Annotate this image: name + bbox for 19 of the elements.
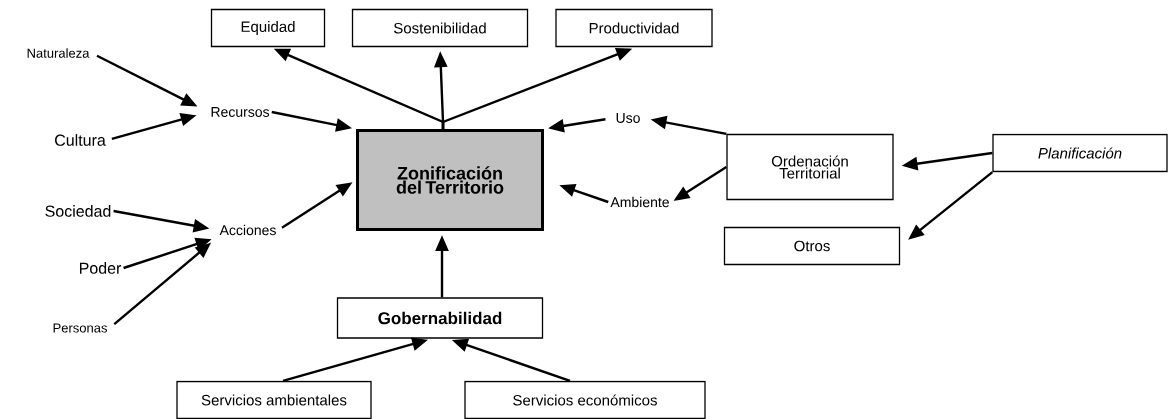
concept-label: Recursos bbox=[211, 107, 270, 117]
concept-box: Servicios ambientales bbox=[176, 380, 372, 419]
concept-label: Personas bbox=[53, 323, 107, 333]
concept-label: Uso bbox=[616, 113, 640, 123]
concept-label: Acciones bbox=[219, 224, 276, 236]
concept-box: Otros bbox=[723, 226, 901, 266]
concept-label: Cultura bbox=[55, 134, 106, 146]
concept-box: Productividad bbox=[555, 8, 713, 48]
concept-label: Naturaleza bbox=[27, 48, 90, 58]
concept-box: Servicios económicos bbox=[464, 380, 706, 419]
concept-label: Sociedad bbox=[45, 205, 111, 217]
concept-box: Gobernabilidad bbox=[336, 297, 544, 339]
concept-box: Equidad bbox=[210, 8, 326, 48]
concept-label: Poder bbox=[80, 262, 122, 274]
concept-box: Sostenibilidad bbox=[351, 8, 529, 48]
central-box: Zonificación del Territorio bbox=[356, 129, 544, 231]
concept-box: Ordenación Territorial bbox=[726, 133, 894, 201]
concept-label: Ambiente bbox=[610, 196, 669, 208]
concept-box: Planificación bbox=[992, 133, 1168, 173]
